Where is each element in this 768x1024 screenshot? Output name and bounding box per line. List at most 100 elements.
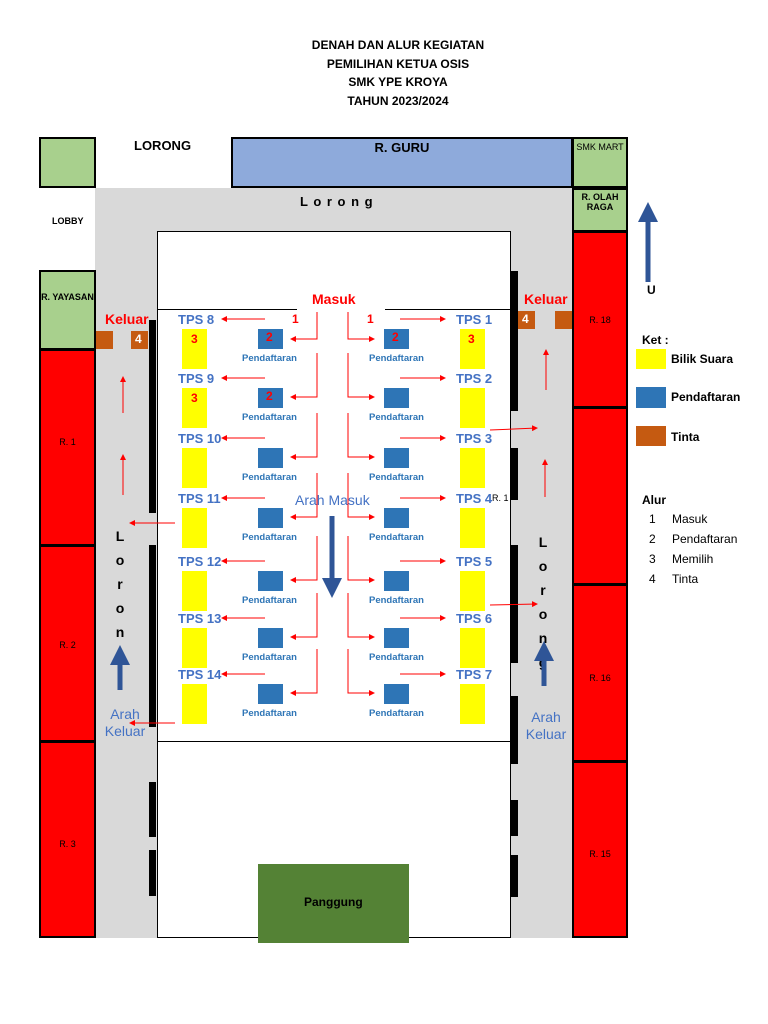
pendaftaran-label-left: Pendaftaran <box>242 532 297 543</box>
pendaftaran-label-left: Pendaftaran <box>242 353 297 364</box>
room-r16: R. 16 <box>572 584 628 762</box>
yayasan-label: R. YAYASAN <box>41 292 94 302</box>
room-r2: R. 2 <box>39 545 96 742</box>
pendaftaran-table-left <box>258 388 283 408</box>
legend-step-number: 3 <box>649 552 656 566</box>
room-r-guru: R. GURU <box>231 137 573 188</box>
bilik-suara-right <box>460 508 485 548</box>
lorong-top-label: LORONG <box>134 138 192 153</box>
olah-raga-label: R. OLAH RAGA <box>581 192 619 212</box>
pendaftaran-label-right: Pendaftaran <box>369 652 424 663</box>
arah-keluar-right-text: Arah Keluar <box>525 709 567 742</box>
room-yayasan: R. YAYASAN <box>39 270 96 350</box>
pendaftaran-label-right: Pendaftaran <box>369 472 424 483</box>
room-r15: R. 15 <box>572 761 628 938</box>
tinta-left-box-b <box>131 331 148 349</box>
pendaftaran-table-left <box>258 448 283 468</box>
legend-step-number: 1 <box>649 512 656 526</box>
legend-step-text: Masuk <box>672 512 708 526</box>
tps-label-right: TPS 5 <box>456 554 493 569</box>
step-1-right: 1 <box>367 312 374 326</box>
wall-left-4 <box>149 850 156 896</box>
tps-label-left: TPS 14 <box>178 667 222 682</box>
lorong-letter: r <box>540 582 546 598</box>
keluar-left-label: Keluar <box>105 311 149 327</box>
corridor-left <box>95 232 158 938</box>
tinta-right-box-a <box>518 311 535 329</box>
pendaftaran-label-right: Pendaftaran <box>369 708 424 719</box>
wall-right-2 <box>511 448 518 500</box>
lorong-inner-label: L o r o n g <box>300 194 374 209</box>
room-smk-mart: SMK MART <box>572 137 628 188</box>
title-line-4: TAHUN 2023/2024 <box>347 93 449 108</box>
r16-label: R. 16 <box>589 673 611 683</box>
main-hall <box>157 231 511 938</box>
legend-step-text: Pendaftaran <box>672 532 738 546</box>
legend-step-number: 4 <box>649 572 656 586</box>
room-top-left-green <box>39 137 96 188</box>
hall-bottom-line <box>157 741 511 742</box>
legend-tinta: Tinta <box>671 430 700 444</box>
room-r18: R. 18 <box>572 231 628 408</box>
tps-label-left: TPS 13 <box>178 611 222 626</box>
bilik-suara-left <box>182 684 207 724</box>
bilik-suara-right <box>460 628 485 668</box>
bilik-suara-right <box>460 329 485 369</box>
wall-right-6 <box>511 855 518 897</box>
lorong-letter: o <box>538 558 548 574</box>
pendaftaran-table-left <box>258 508 283 528</box>
legend-ket: Ket : <box>642 333 669 347</box>
tps-label-left: TPS 9 <box>178 371 215 386</box>
pendaftaran-label-right: Pendaftaran <box>369 412 424 423</box>
arah-masuk-label: Arah Masuk <box>295 492 370 508</box>
room-r3: R. 3 <box>39 741 96 938</box>
pendaftaran-table-right <box>384 329 409 349</box>
tinta-left-step: 4 <box>135 332 142 346</box>
bilik-suara-left <box>182 448 207 488</box>
pendaftaran-label-right: Pendaftaran <box>369 532 424 543</box>
pendaftaran-label-left: Pendaftaran <box>242 652 297 663</box>
corridor-right <box>510 232 572 938</box>
lorong-letter: n <box>538 630 548 646</box>
r15-label: R. 15 <box>589 849 611 859</box>
legend-pendaftaran: Pendaftaran <box>671 390 741 404</box>
pendaftaran-label-right: Pendaftaran <box>369 595 424 606</box>
pendaftaran-table-left <box>258 684 283 704</box>
hall-divider-line-right <box>385 309 511 310</box>
wall-left-2 <box>149 545 156 727</box>
step-1-left: 1 <box>292 312 299 326</box>
pendaftaran-table-left <box>258 329 283 349</box>
tps-label-left: TPS 11 <box>178 491 221 506</box>
legend-bilik: Bilik Suara <box>671 352 734 366</box>
legend-step-text: Memilih <box>672 552 714 566</box>
bilik-suara-left <box>182 571 207 611</box>
pendaftaran-table-left <box>258 628 283 648</box>
keluar-right-label: Keluar <box>524 291 568 307</box>
page-title: DENAH DAN ALUR KEGIATAN PEMILIHAN KETUA … <box>0 36 768 110</box>
tinta-right-step: 4 <box>522 312 529 326</box>
legend-tinta-swatch <box>636 426 666 446</box>
r2-label: R. 2 <box>59 640 76 650</box>
tps-label-right: TPS 1 <box>456 312 493 327</box>
r18-label: R. 18 <box>589 315 611 325</box>
tinta-left-box-a <box>96 331 113 349</box>
step-3-right: 3 <box>468 332 475 346</box>
lorong-letter: o <box>115 600 125 616</box>
room-olah-raga: R. OLAH RAGA <box>572 188 628 232</box>
lorong-letter: g <box>538 654 548 670</box>
pendaftaran-label-left: Pendaftaran <box>242 595 297 606</box>
bilik-suara-right <box>460 684 485 724</box>
lorong-letter: o <box>538 606 548 622</box>
bilik-suara-right <box>460 571 485 611</box>
r1-label: R. 1 <box>59 437 76 447</box>
pendaftaran-table-right <box>384 448 409 468</box>
pendaftaran-table-left <box>258 571 283 591</box>
tps-label-right: TPS 6 <box>456 611 493 626</box>
r3-label: R. 3 <box>59 839 76 849</box>
north-label: U <box>647 283 656 297</box>
r-guru-label: R. GURU <box>374 140 430 155</box>
pendaftaran-table-right <box>384 628 409 648</box>
wall-right-4 <box>511 696 518 764</box>
wall-left-3 <box>149 782 156 837</box>
